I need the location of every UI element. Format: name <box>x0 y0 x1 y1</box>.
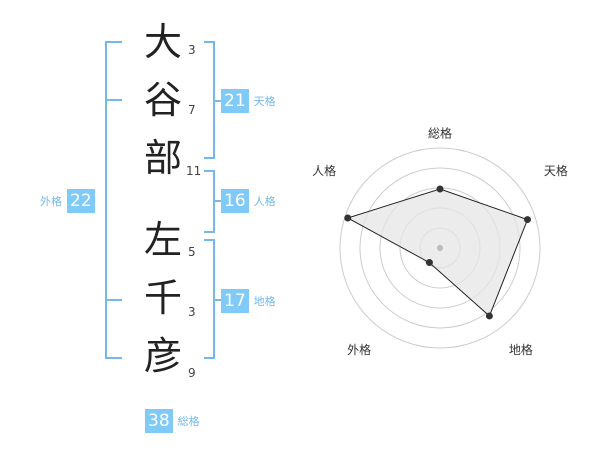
stroke-count-2: 7 <box>188 103 196 117</box>
soukaku-badge: 38 総格 <box>145 409 200 433</box>
stroke-count-1: 3 <box>188 43 196 57</box>
radar-center-dot <box>437 245 443 251</box>
gaikaku-badge: 22 外格 <box>40 189 95 213</box>
gaikaku-value: 22 <box>67 189 95 213</box>
radar-ring-4 <box>359 167 521 329</box>
jinkaku-value: 16 <box>221 189 249 213</box>
tenkaku-badge: 21 天格 <box>221 89 276 113</box>
name-char-5: 千 <box>143 276 182 320</box>
radar-axis-label-5: 人格 <box>312 163 336 178</box>
radar-axis-label-4: 外格 <box>347 342 371 357</box>
radar-point-2 <box>523 216 531 224</box>
radar-polygon <box>346 188 529 317</box>
stroke-count-3: 11 <box>186 164 202 178</box>
radar-point-5 <box>344 214 352 222</box>
gaikaku-bracket <box>105 41 122 359</box>
gaikaku-label: 外格 <box>40 195 62 208</box>
soukaku-value: 38 <box>145 409 173 433</box>
radar-point-4 <box>425 259 433 267</box>
radar-points <box>344 185 531 320</box>
chikaku-value: 17 <box>221 289 249 313</box>
jinkaku-badge: 16 人格 <box>221 189 276 213</box>
radar-point-1 <box>436 185 444 193</box>
chikaku-badge: 17 地格 <box>221 289 276 313</box>
stroke-count-4: 5 <box>188 245 196 259</box>
stroke-count-6: 9 <box>188 366 196 380</box>
tenkaku-label: 天格 <box>253 95 276 108</box>
name-char-4: 左 <box>143 218 182 262</box>
name-char-1: 大 <box>143 20 182 64</box>
radar-ring-5 <box>339 147 541 349</box>
name-char-3: 部 <box>143 136 182 180</box>
jinkaku-label: 人格 <box>253 195 276 208</box>
stroke-count-5: 3 <box>188 305 196 319</box>
name-char-6: 彦 <box>143 334 182 378</box>
radar-axis-label-3: 地格 <box>509 342 533 357</box>
name-char-2: 谷 <box>143 78 182 122</box>
soukaku-label: 総格 <box>177 415 200 428</box>
chikaku-label: 地格 <box>253 295 276 308</box>
radar-axis-label-1: 総格 <box>428 126 452 141</box>
radar-axis-label-2: 天格 <box>544 163 568 178</box>
tenkaku-value: 21 <box>221 89 249 113</box>
radar-point-3 <box>485 312 493 320</box>
